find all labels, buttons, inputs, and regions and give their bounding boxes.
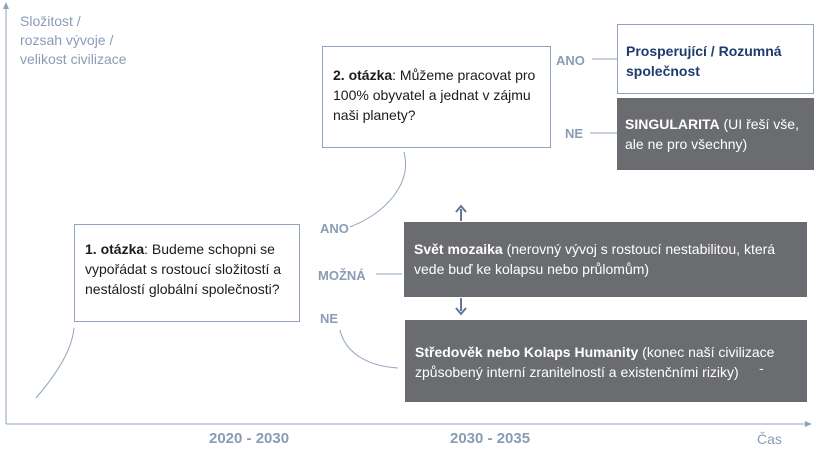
y-axis-label-line: velikost civilizace <box>20 51 127 67</box>
mozaika-text: (nerovný vývoj s rostoucí nestabilitou, … <box>414 241 776 277</box>
y-axis-label-line: rozsah vývoje / <box>20 32 114 48</box>
question-2-box: 2. otázka: Můžeme pracovat pro 100% obyv… <box>322 46 551 148</box>
arrow-up-icon <box>455 204 467 213</box>
stredovek-title: Středověk nebo Kolaps Humanity <box>415 344 639 360</box>
x-tick-label: 2020 - 2030 <box>209 430 290 447</box>
answer-ne-top: NE <box>565 126 584 141</box>
y-axis-label-line: Složitost / <box>20 13 81 29</box>
connector-start-to-q1 <box>35 327 75 399</box>
question-1-text: : Budeme schopni se vypořádat s rostoucí… <box>85 241 282 297</box>
question-1-label: 1. otázka <box>85 241 145 257</box>
singularita-text: (UI řeší vše, ale ne pro všechny) <box>625 116 799 152</box>
question-1-box: 1. otázka: Budeme schopni se vypořádat s… <box>74 224 300 322</box>
answer-ano-top: ANO <box>556 53 585 68</box>
stredovek-trailing-mark: - <box>759 360 764 376</box>
x-axis-arrow <box>805 421 812 427</box>
singularita-title: SINGULARITA <box>625 116 720 132</box>
answer-mozna: MOŽNÁ <box>318 268 366 283</box>
mozaika-title: Svět mozaika <box>414 241 503 257</box>
answer-ne: NE <box>320 311 339 326</box>
stredovek-text: (konec naší civilizace způsobený interní… <box>415 344 775 380</box>
arrow-down-icon <box>455 307 467 316</box>
connector-ne-to-stredovek <box>339 329 399 369</box>
y-axis-label: Složitost / rozsah vývoje / velikost civ… <box>20 12 190 69</box>
connector-q1-to-q2 <box>349 151 406 228</box>
outcome-prosperujici: Prosperující / Rozumná společnost <box>617 24 814 94</box>
answer-ano: ANO <box>320 221 349 236</box>
x-tick-label: 2030 - 2035 <box>450 430 531 447</box>
outcome-stredovek: Středověk nebo Kolaps Humanity (konec na… <box>405 320 807 402</box>
outcome-mozaika: Svět mozaika (nerovný vývoj s rostoucí n… <box>404 222 807 297</box>
y-axis-arrow <box>3 2 9 9</box>
question-2-label: 2. otázka <box>333 67 393 83</box>
x-axis-label: Čas <box>757 431 782 447</box>
outcome-singularita: SINGULARITA (UI řeší vše, ale ne pro vše… <box>617 98 814 170</box>
question-2-text: : Můžeme pracovat pro 100% obyvatel a je… <box>333 67 536 123</box>
